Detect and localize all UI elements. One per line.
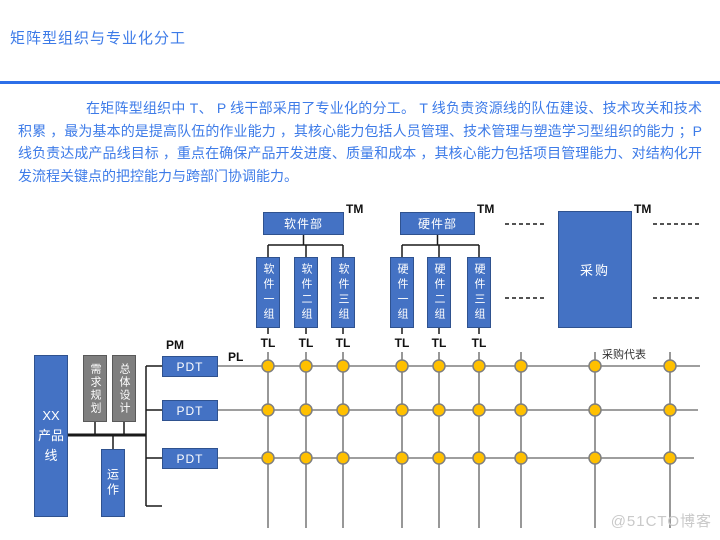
team-label: 硬件二组 <box>433 262 445 323</box>
matrix-node <box>336 451 350 465</box>
matrix-node <box>663 359 677 373</box>
matrix-node <box>472 403 486 417</box>
pdt-box: PDT <box>162 356 218 377</box>
tl-label: TL <box>298 336 314 350</box>
team-label: 软件三组 <box>337 262 349 323</box>
product-line-box: XX产品线 <box>34 355 68 517</box>
pdt-box: PDT <box>162 400 218 421</box>
pdt-label: PDT <box>176 359 204 374</box>
tm-label-procurement: TM <box>634 202 652 216</box>
tl-label: TL <box>260 336 276 350</box>
matrix-node <box>261 403 275 417</box>
matrix-node <box>299 451 313 465</box>
procurement-label: 采购 <box>579 263 610 278</box>
team-label: 软件一组 <box>262 262 274 323</box>
matrix-node <box>432 359 446 373</box>
matrix-node <box>432 403 446 417</box>
tl-label: TL <box>335 336 351 350</box>
product-line-label: XX产品线 <box>37 408 64 463</box>
matrix-node <box>514 359 528 373</box>
tl-label: TL <box>394 336 410 350</box>
matrix-node <box>588 403 602 417</box>
procurement-box: 采购 <box>558 211 632 328</box>
tl-label: TL <box>471 336 487 350</box>
matrix-node <box>395 451 409 465</box>
matrix-grid <box>218 352 700 528</box>
intro-paragraph: 在矩阵型组织中 T、 P 线干部采用了专业化的分工。 T 线负责资源线的队伍建设… <box>18 100 702 184</box>
title-divider <box>0 81 720 84</box>
matrix-node <box>395 359 409 373</box>
matrix-node <box>336 359 350 373</box>
dept-label: 软件部 <box>283 217 323 231</box>
tm-label-software: TM <box>346 202 364 216</box>
matrix-node <box>261 451 275 465</box>
dept-box-hardware: 硬件部 <box>400 212 475 235</box>
matrix-node <box>514 403 528 417</box>
tl-label: TL <box>431 336 447 350</box>
pm-label: PM <box>166 338 184 352</box>
matrix-node <box>432 451 446 465</box>
pl-label: PL <box>228 350 244 364</box>
tm-label-hardware: TM <box>477 202 495 216</box>
matrix-node <box>472 359 486 373</box>
team-box: 硬件三组 <box>467 257 491 328</box>
team-label: 硬件一组 <box>396 262 408 323</box>
operation-label: 运作 <box>105 468 120 498</box>
team-box: 软件一组 <box>256 257 280 328</box>
team-box: 软件二组 <box>294 257 318 328</box>
matrix-node <box>588 359 602 373</box>
overall-design-box: 总体设计 <box>112 355 136 422</box>
team-box: 软件三组 <box>331 257 355 328</box>
team-label: 软件二组 <box>300 262 312 323</box>
pdt-label: PDT <box>176 451 204 466</box>
pdt-box: PDT <box>162 448 218 469</box>
dept-label: 硬件部 <box>417 217 457 231</box>
requirements-planning-box: 需求规划 <box>83 355 107 422</box>
dept-box-software: 软件部 <box>263 212 344 235</box>
matrix-node <box>395 403 409 417</box>
matrix-node <box>588 451 602 465</box>
matrix-node <box>336 403 350 417</box>
operation-box: 运作 <box>101 449 125 517</box>
matrix-node <box>472 451 486 465</box>
matrix-node <box>299 403 313 417</box>
team-box: 硬件二组 <box>427 257 451 328</box>
support-label: 需求规划 <box>89 362 101 415</box>
support-label: 总体设计 <box>118 362 130 415</box>
matrix-node <box>663 451 677 465</box>
pdt-label: PDT <box>176 403 204 418</box>
procurement-rep-label: 采购代表 <box>602 349 646 361</box>
matrix-node <box>514 451 528 465</box>
matrix-node <box>663 403 677 417</box>
page-title: 矩阵型组织与专业化分工 <box>10 30 187 47</box>
matrix-node <box>261 359 275 373</box>
team-label: 硬件三组 <box>473 262 485 323</box>
watermark: @51CTO博客 <box>610 513 712 530</box>
team-box: 硬件一组 <box>390 257 414 328</box>
matrix-node <box>299 359 313 373</box>
